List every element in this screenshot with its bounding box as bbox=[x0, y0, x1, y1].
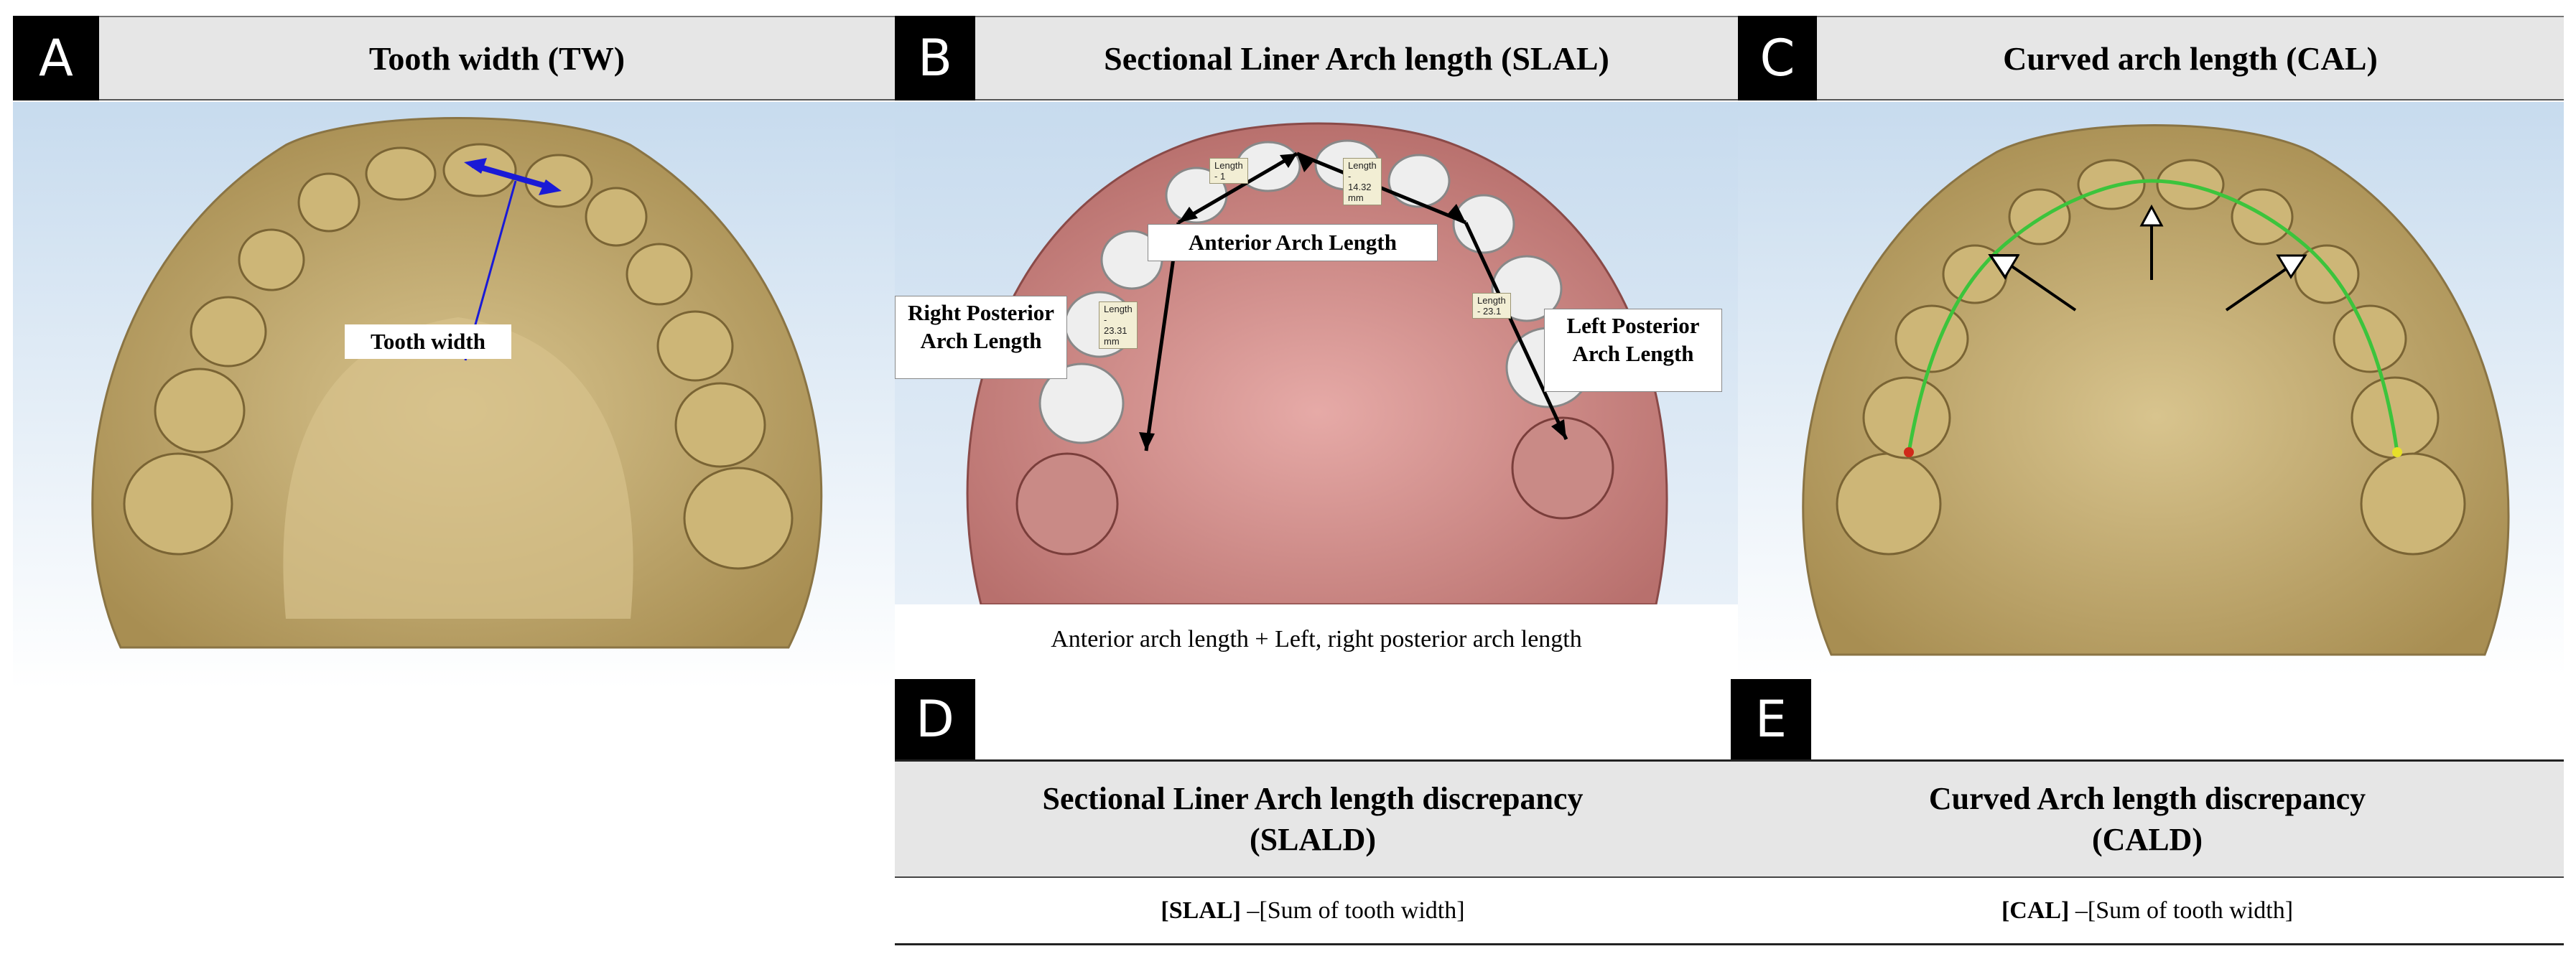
cald-title: Curved Arch length discrepancy (CALD) bbox=[1731, 759, 2564, 878]
slald-title: Sectional Liner Arch length discrepancy … bbox=[895, 759, 1731, 878]
cald-title-line2: (CALD) bbox=[2092, 822, 2203, 857]
measurement-tag-4: Length - 23.1 bbox=[1472, 293, 1511, 319]
cald-title-line1: Curved Arch length discrepancy bbox=[1928, 780, 2366, 816]
cald-formula-term: [CAL] bbox=[2001, 897, 2070, 924]
curved-arch-image bbox=[1738, 102, 2564, 676]
measurement-tag-1: Length - 1 bbox=[1209, 158, 1248, 184]
slald-title-line2: (SLALD) bbox=[1249, 822, 1376, 857]
measurement-tag-2: Length - 14.32 mm bbox=[1343, 158, 1382, 205]
panel-title-a: Tooth width (TW) bbox=[99, 16, 895, 100]
panel-letter-a: A bbox=[13, 16, 99, 100]
tooth-width-image bbox=[13, 102, 895, 689]
slald-title-line1: Sectional Liner Arch length discrepancy bbox=[1042, 780, 1584, 816]
measurement-tag-3: Length - 23.31 mm bbox=[1099, 301, 1138, 349]
right-posterior-arch-length-label: Right Posterior Arch Length bbox=[895, 296, 1067, 379]
panel-title-c: Curved arch length (CAL) bbox=[1817, 16, 2564, 100]
cald-formula-rest: –[Sum of tooth width] bbox=[2069, 897, 2294, 924]
slald-formula: [SLAL] –[Sum of tooth width] bbox=[895, 879, 1731, 945]
anterior-arch-length-label: Anterior Arch Length bbox=[1148, 224, 1438, 261]
panel-title-b: Sectional Liner Arch length (SLAL) bbox=[975, 16, 1738, 100]
cald-formula: [CAL] –[Sum of tooth width] bbox=[1731, 879, 2564, 945]
slald-formula-rest: –[Sum of tooth width] bbox=[1240, 897, 1465, 924]
panel-letter-c: C bbox=[1738, 16, 1817, 100]
tooth-width-label: Tooth width bbox=[345, 324, 511, 359]
slal-formula-caption: Anterior arch length + Left, right poste… bbox=[895, 607, 1738, 672]
left-posterior-arch-length-label: Left Posterior Arch Length bbox=[1544, 309, 1722, 392]
panel-letter-b: B bbox=[895, 16, 975, 100]
panel-letter-e: E bbox=[1731, 679, 1811, 759]
panel-letter-d: D bbox=[895, 679, 975, 759]
slald-formula-term: [SLAL] bbox=[1161, 897, 1241, 924]
